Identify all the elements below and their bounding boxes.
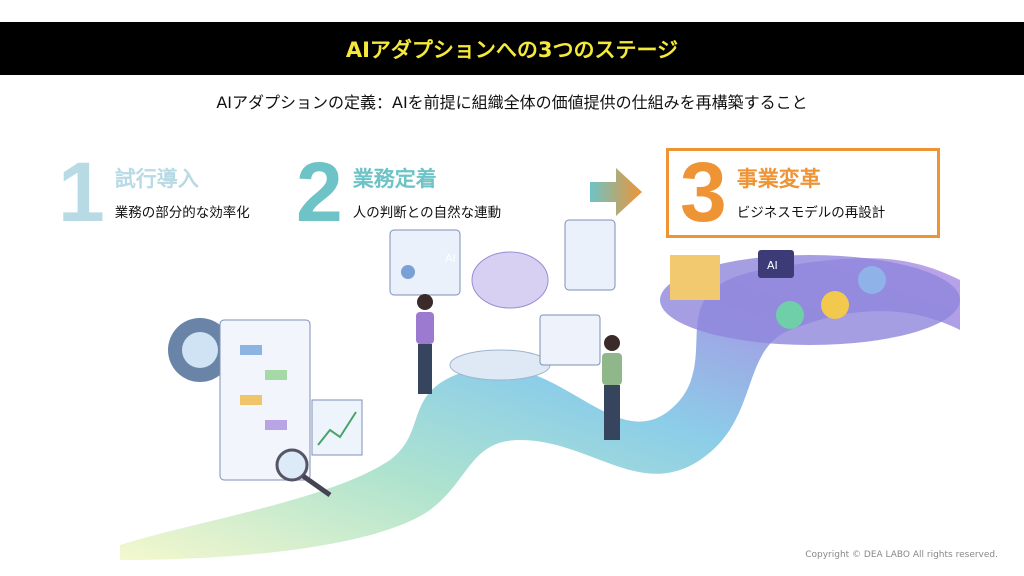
definition-text: AIアダプションの定義：AIを前提に組織全体の価値提供の仕組みを再構築すること bbox=[216, 93, 808, 112]
globe-icon bbox=[858, 266, 886, 294]
brain-icon bbox=[471, 251, 549, 309]
gear-icon bbox=[168, 318, 232, 382]
puzzle-block bbox=[670, 255, 720, 300]
stage-description: 業務の部分的な効率化 bbox=[114, 205, 250, 221]
document-card bbox=[564, 219, 616, 291]
chart-card bbox=[311, 399, 363, 456]
briefcase-icon bbox=[821, 291, 849, 319]
person-woman bbox=[416, 294, 434, 394]
stage-number: 1 bbox=[58, 145, 105, 239]
flowchart-card bbox=[219, 319, 311, 481]
stage-name: 試行導入 bbox=[114, 167, 199, 191]
stage-3: 3 事業変革ビジネスモデルの再設計 bbox=[680, 150, 885, 234]
arrow-right-icon bbox=[590, 168, 642, 216]
stage-3-highlight-box bbox=[666, 148, 940, 238]
magnifier-icon bbox=[275, 448, 332, 498]
dashboard-card bbox=[539, 314, 601, 366]
page-title: AIアダプションへの3つのステージ bbox=[345, 37, 679, 62]
stage-1: 1 試行導入業務の部分的な効率化 bbox=[58, 150, 250, 234]
stage-name: 事業変革 bbox=[736, 167, 821, 191]
title-bar: AIアダプションへの3つのステージ bbox=[0, 22, 1024, 75]
ai-chip bbox=[758, 250, 794, 278]
copyright: Copyright © DEA LABO All rights reserved… bbox=[805, 550, 998, 560]
person-man bbox=[602, 335, 622, 440]
stage-description: ビジネスモデルの再設計 bbox=[736, 205, 886, 221]
stage-number: 3 bbox=[680, 145, 727, 239]
stage-2: 2 業務定着人の判断との自然な連動 bbox=[296, 150, 501, 234]
svg-text:AI: AI bbox=[767, 259, 778, 272]
network-icon bbox=[776, 301, 804, 329]
stage-name: 業務定着 bbox=[352, 167, 437, 191]
svg-text:AI: AI bbox=[445, 252, 456, 265]
stage-number: 2 bbox=[296, 145, 343, 239]
pedestal bbox=[449, 349, 551, 381]
stage-description: 人の判断との自然な連動 bbox=[352, 205, 502, 221]
